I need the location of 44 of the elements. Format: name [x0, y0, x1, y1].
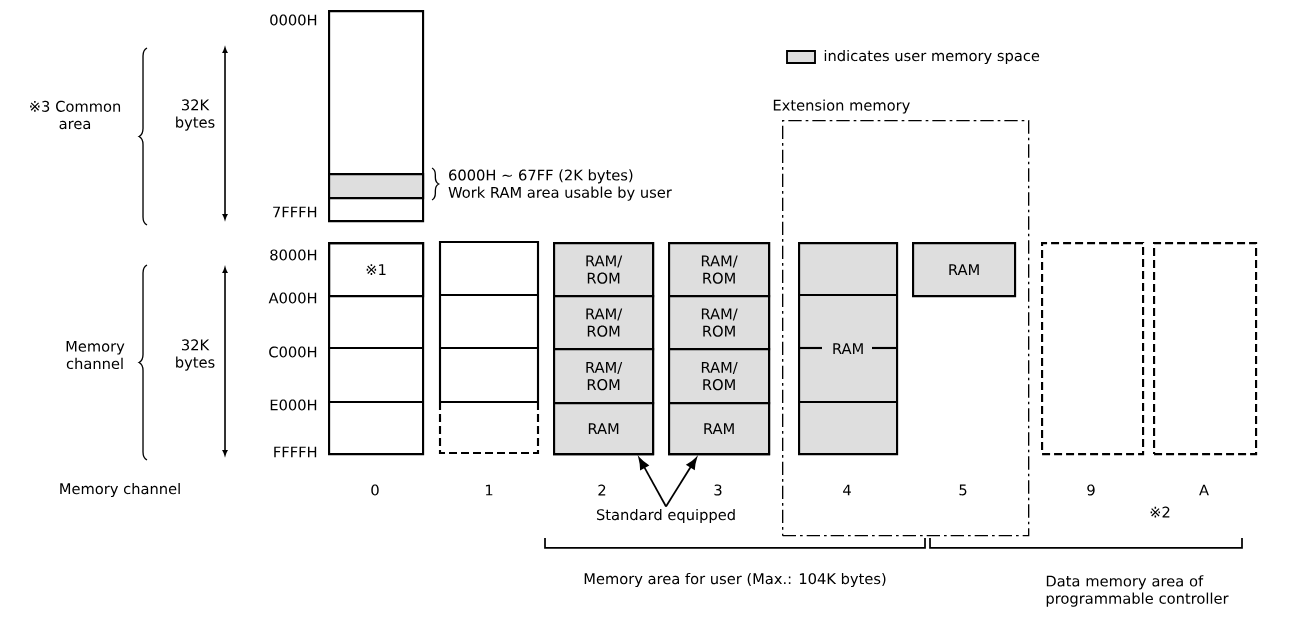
text-label: Memory channel — [66, 340, 125, 370]
legend-text: indicates user memory space — [824, 49, 1040, 65]
channel-number: 2 — [598, 484, 606, 496]
memory-cell: RAM/ ROM — [553, 295, 655, 351]
address-label: A000H — [268, 292, 317, 304]
annotation-text: Standard equipped — [596, 508, 735, 524]
address-label: C000H — [269, 346, 317, 358]
address-label: FFFFH — [274, 446, 317, 458]
text-label: ※2 — [1150, 506, 1170, 518]
memory-cell: RAM/ ROM — [553, 242, 655, 298]
channel-number: 4 — [843, 484, 851, 496]
memory-cell: RAM/ ROM — [553, 348, 655, 405]
channel-number: 3 — [714, 484, 722, 496]
memory-column — [1153, 242, 1258, 456]
text-label: 32K bytes — [176, 339, 215, 371]
memory-column — [328, 10, 425, 223]
channel-number: 0 — [371, 484, 379, 496]
arrow — [638, 457, 667, 508]
annotation-text: 6000H ~ 67FF (2K bytes) Work RAM area usable by user — [448, 169, 672, 201]
memory-cell: RAM/ ROM — [668, 242, 771, 298]
memory-cell: RAM/ ROM — [668, 295, 771, 351]
address-label: E000H — [270, 399, 317, 411]
text-label: 32K bytes — [176, 99, 215, 131]
node-label: Extension memory — [773, 99, 910, 114]
memory-column — [438, 240, 540, 455]
memory-column: RAM — [798, 242, 899, 456]
memory-cell: ※1 — [328, 242, 425, 298]
memory-cell: RAM — [553, 402, 655, 456]
text-label: Memory area for user (Max.: 104K bytes) — [584, 572, 886, 588]
text-label: Data memory area of programmable controller — [1046, 575, 1229, 607]
work-ram-band — [328, 173, 425, 200]
memory-column — [1041, 242, 1145, 456]
text-label: ※3 Common area — [30, 100, 121, 130]
channel-number: 1 — [485, 484, 493, 496]
arrow — [665, 457, 697, 508]
address-label: 7FFFH — [273, 206, 317, 218]
channel-number: 9 — [1087, 484, 1095, 496]
text-label: Memory channel — [60, 482, 180, 498]
address-label: 0000H — [270, 14, 317, 26]
channel-number: 5 — [959, 484, 967, 496]
memory-cell: RAM — [912, 242, 1017, 298]
channel-number: A — [1199, 484, 1209, 496]
memory-cell: RAM — [668, 402, 771, 456]
memory-cell: RAM/ ROM — [668, 348, 771, 405]
